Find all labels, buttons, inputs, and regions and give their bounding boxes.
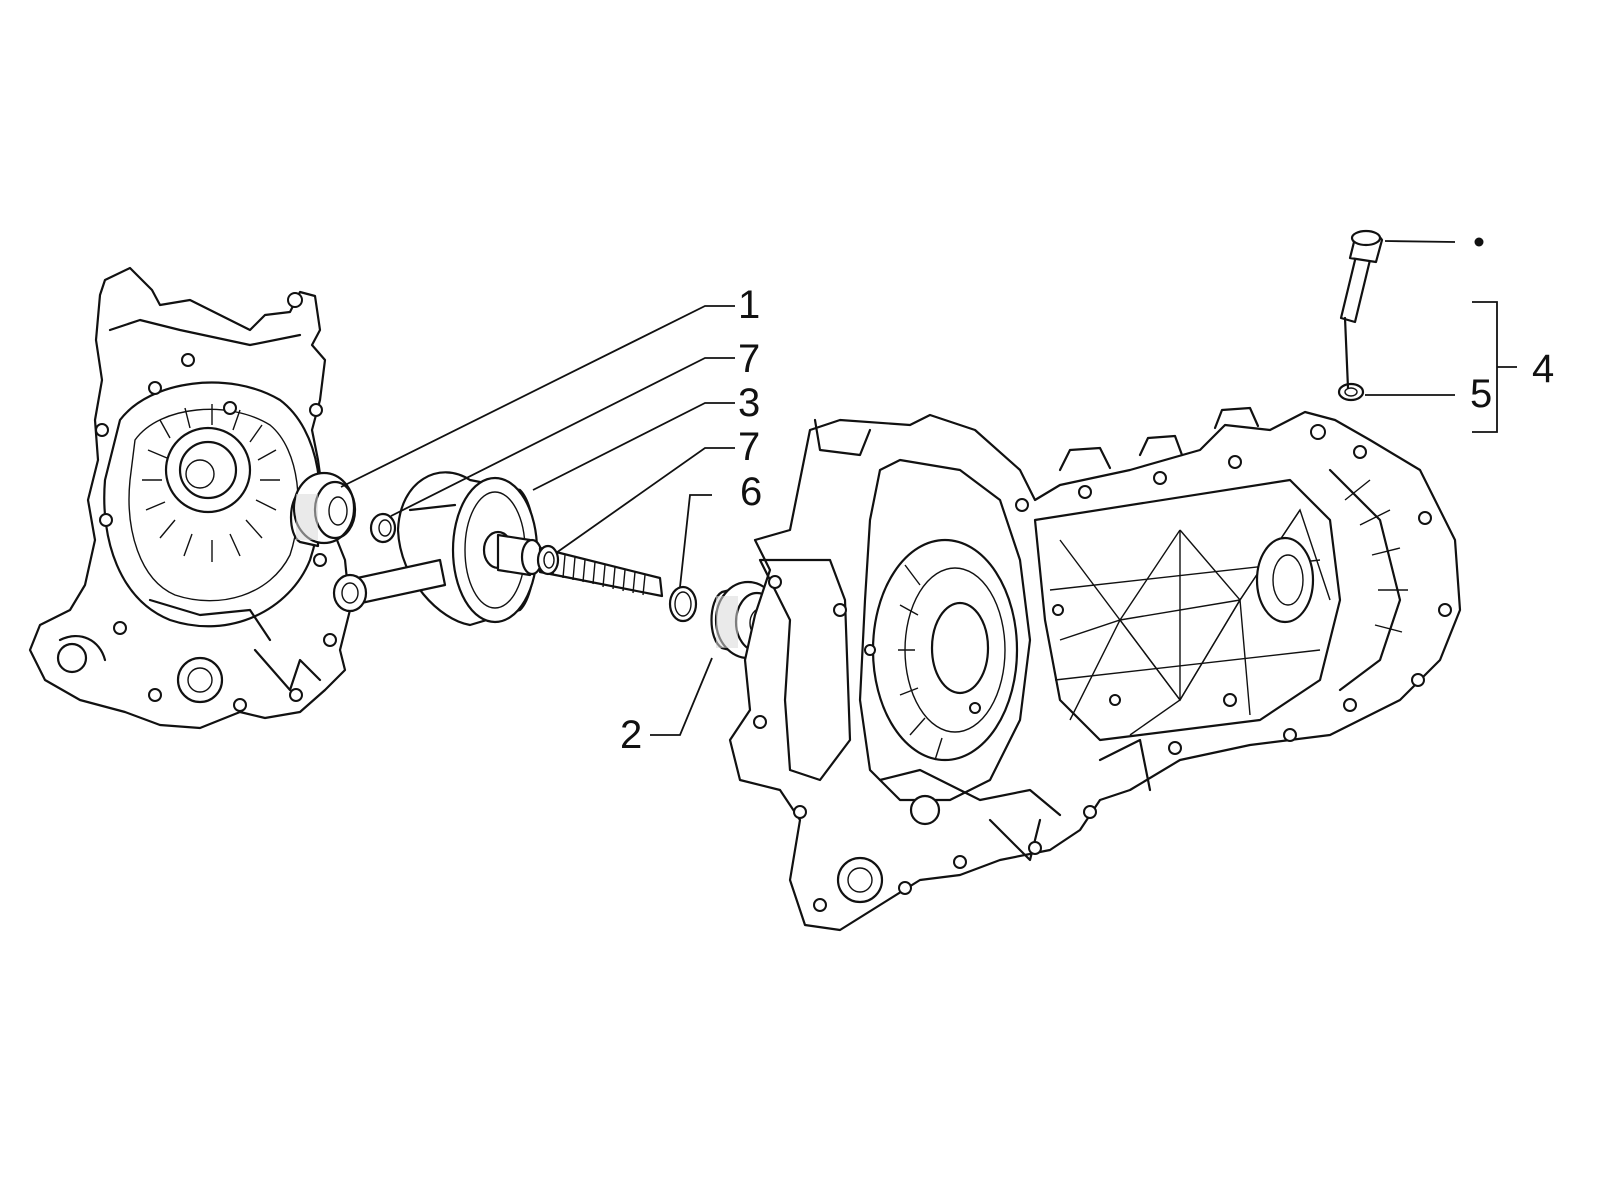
callout-7-upper: 7 — [738, 337, 760, 381]
leader-3 — [532, 402, 735, 491]
callout-2: 2 — [620, 713, 642, 757]
left-crankcase-half — [28, 266, 352, 730]
sealing-washer — [1337, 382, 1365, 402]
callout-5: 5 — [1470, 372, 1492, 416]
right-crankcase-half — [728, 406, 1462, 932]
oil-seal-shaft — [536, 544, 560, 576]
leader-4-screw — [1384, 240, 1456, 243]
o-ring — [668, 585, 698, 623]
crankshaft-assembly — [332, 471, 664, 627]
leader-7a — [390, 357, 735, 517]
drain-screw — [1339, 229, 1384, 324]
oil-seal-small — [369, 512, 397, 544]
leader-7b — [555, 447, 735, 554]
leader-lines — [340, 237, 1517, 736]
leader-2 — [650, 657, 713, 736]
callout-3: 3 — [738, 381, 760, 425]
callout-6: 6 — [740, 470, 762, 514]
callout-4: 4 — [1532, 347, 1554, 391]
leader-6 — [679, 494, 712, 588]
callout-1: 1 — [738, 283, 760, 327]
leader-dot — [1474, 237, 1484, 247]
callout-7-lower: 7 — [738, 425, 760, 469]
leader-1 — [340, 305, 735, 488]
main-bearing-left — [289, 471, 357, 548]
